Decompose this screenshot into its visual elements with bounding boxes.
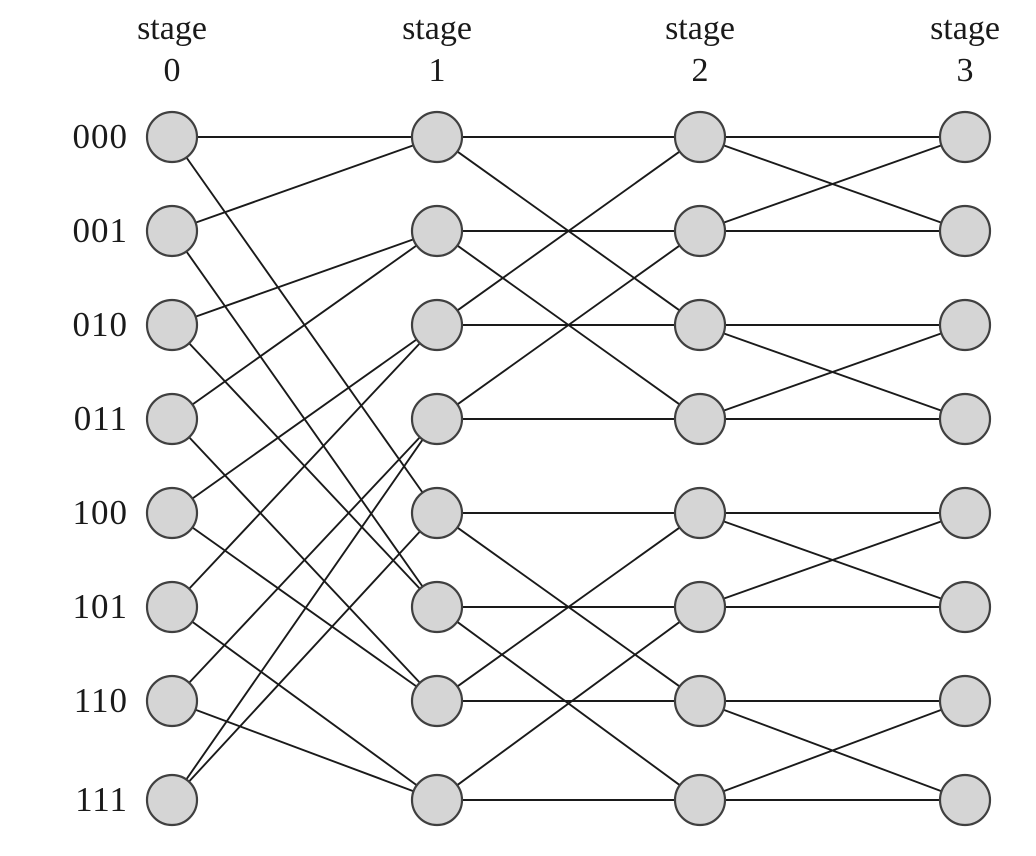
network-edge-s0s1-7-3 xyxy=(184,437,425,782)
network-node-stage1-row7[interactable] xyxy=(410,773,464,827)
nodes-layer xyxy=(145,110,992,827)
network-edge-s2s3-7-6 xyxy=(721,708,944,793)
network-edge-s0s1-7-4 xyxy=(187,529,422,784)
network-node-stage2-row6[interactable] xyxy=(673,674,727,728)
network-node-stage0-row0[interactable] xyxy=(145,110,199,164)
network-node-stage3-row2[interactable] xyxy=(938,298,992,352)
stage-header-word: stage xyxy=(137,10,207,47)
network-edge-s1s2-6-4 xyxy=(455,526,682,688)
row-label-010: 010 xyxy=(72,305,128,344)
stage-header-word: stage xyxy=(402,10,472,47)
network-node-stage1-row0[interactable] xyxy=(410,110,464,164)
network-edge-s0s1-4-6 xyxy=(190,525,419,689)
stage-header-number: 1 xyxy=(428,52,446,89)
network-node-stage3-row4[interactable] xyxy=(938,486,992,540)
network-node-stage1-row1[interactable] xyxy=(410,204,464,258)
network-edge-s0s1-4-2 xyxy=(190,337,419,501)
stage-header-1: stage 1 xyxy=(347,8,527,92)
stage-header-2: stage 2 xyxy=(610,8,790,92)
network-node-stage1-row4[interactable] xyxy=(410,486,464,540)
network-node-stage1-row3[interactable] xyxy=(410,392,464,446)
network-node-stage0-row5[interactable] xyxy=(145,580,199,634)
network-edge-s2s3-1-0 xyxy=(721,144,944,224)
network-node-stage3-row6[interactable] xyxy=(938,674,992,728)
row-label-001: 001 xyxy=(72,211,128,250)
network-node-stage3-row7[interactable] xyxy=(938,773,992,827)
network-node-stage0-row3[interactable] xyxy=(145,392,199,446)
network-node-stage2-row4[interactable] xyxy=(673,486,727,540)
network-edge-s0s1-5-2 xyxy=(187,341,422,591)
row-label-011: 011 xyxy=(73,399,128,438)
stage-header-number: 3 xyxy=(956,52,974,89)
network-edge-s0s1-6-3 xyxy=(187,435,422,685)
network-node-stage3-row0[interactable] xyxy=(938,110,992,164)
network-node-stage2-row7[interactable] xyxy=(673,773,727,827)
network-edge-s0s1-2-1 xyxy=(193,238,416,318)
network-edge-s0s1-6-7 xyxy=(193,708,416,793)
network-node-stage3-row5[interactable] xyxy=(938,580,992,634)
row-label-100: 100 xyxy=(72,493,128,532)
row-label-000: 000 xyxy=(72,117,128,156)
network-node-stage0-row7[interactable] xyxy=(145,773,199,827)
row-label-101: 101 xyxy=(72,587,128,626)
stage-header-word: stage xyxy=(665,10,735,47)
network-edge-s2s3-3-2 xyxy=(721,332,944,412)
network-node-stage0-row1[interactable] xyxy=(145,204,199,258)
network-node-stage2-row1[interactable] xyxy=(673,204,727,258)
network-edge-s2s3-5-4 xyxy=(721,520,944,600)
network-node-stage1-row6[interactable] xyxy=(410,674,464,728)
stage-header-word: stage xyxy=(930,10,1000,47)
stage-header-number: 0 xyxy=(163,52,181,89)
network-node-stage2-row3[interactable] xyxy=(673,392,727,446)
network-edge-s1s2-7-5 xyxy=(455,620,682,787)
stage-header-number: 2 xyxy=(691,52,709,89)
network-node-stage2-row0[interactable] xyxy=(673,110,727,164)
row-label-110: 110 xyxy=(73,681,128,720)
stage-header-0: stage 0 xyxy=(82,8,262,92)
edges-layer xyxy=(184,136,944,801)
network-edge-s0s1-1-0 xyxy=(193,144,416,224)
network-node-stage1-row2[interactable] xyxy=(410,298,464,352)
network-node-stage1-row5[interactable] xyxy=(410,580,464,634)
stage-header-3: stage 3 xyxy=(875,8,1036,92)
network-edge-s1s2-3-1 xyxy=(455,244,682,406)
network-edge-s0s1-3-1 xyxy=(190,243,419,407)
network-node-stage2-row5[interactable] xyxy=(673,580,727,634)
network-node-stage2-row2[interactable] xyxy=(673,298,727,352)
network-node-stage0-row2[interactable] xyxy=(145,298,199,352)
network-edge-s0s1-5-7 xyxy=(190,620,419,787)
network-node-stage3-row3[interactable] xyxy=(938,392,992,446)
network-edge-s1s2-2-0 xyxy=(455,150,682,312)
row-label-111: 111 xyxy=(75,780,128,819)
network-node-stage3-row1[interactable] xyxy=(938,204,992,258)
network-node-stage0-row6[interactable] xyxy=(145,674,199,728)
network-node-stage0-row4[interactable] xyxy=(145,486,199,540)
